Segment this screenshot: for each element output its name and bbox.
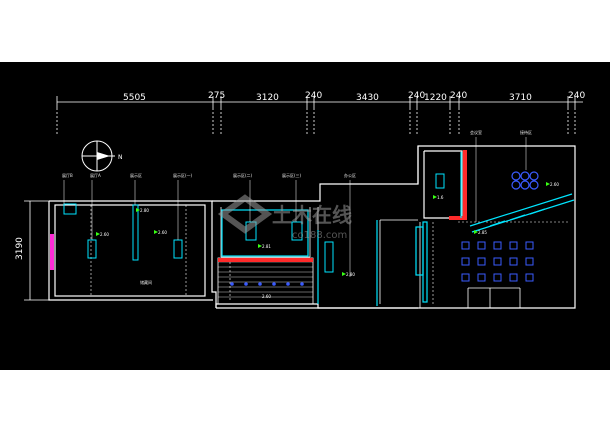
dim-label-6: 240 [408, 91, 425, 101]
dashed-guides [90, 205, 576, 306]
dim-label-1: 5505 [123, 93, 146, 103]
room-label-4: 展示区(一) [173, 172, 193, 178]
room-label-8: 会议室 [470, 129, 482, 135]
dim-label-left: 3190 [15, 237, 25, 260]
dim-label-8: 240 [450, 91, 467, 101]
leader-lines [63, 137, 527, 277]
room-label-7: 办公区 [344, 172, 356, 178]
display-cases [63, 173, 445, 273]
interior-partitions [217, 207, 521, 308]
elev-tag-7: 1.6 [437, 195, 444, 200]
room-label-5: 展示区(二) [233, 172, 253, 178]
dim-label-10: 240 [568, 91, 585, 101]
floor-spots [230, 282, 304, 286]
round-table-cluster [511, 171, 539, 190]
room-label-3: 展示区 [130, 172, 142, 178]
dim-label-5: 3430 [356, 93, 379, 103]
red-wall-stub [449, 216, 463, 220]
north-label: N [118, 154, 123, 161]
room-label-6: 展示区(三) [282, 172, 302, 178]
elev-tag-5: 2.60 [262, 294, 271, 299]
cyan-display-walls [221, 152, 462, 306]
top-dimension-labels: 5505 275 3120 240 3430 240 1220 240 3710… [123, 91, 585, 103]
room-labels: 展厅B 展厅A 展示区 展示区(一) 展示区(二) 展示区(三) 办公区 会议室… [62, 129, 532, 285]
top-dimension-chain [56, 96, 583, 134]
building-walls [48, 145, 576, 309]
north-arrow-icon [81, 140, 115, 172]
dim-label-3: 3120 [256, 93, 279, 103]
elev-tag-4: 2.81 [262, 244, 271, 249]
watermark-logo-icon [217, 194, 273, 234]
left-dimension [24, 200, 49, 301]
dim-label-9: 3710 [509, 93, 532, 103]
room-label-10: 储藏间 [140, 279, 152, 285]
seating-grid [461, 241, 534, 282]
red-wall-segment [463, 150, 467, 220]
elev-tag-8: 2.85 [478, 230, 487, 235]
elev-tag-6: 2.80 [346, 272, 355, 277]
elev-tag-9: 2.60 [550, 182, 559, 187]
watermark-brand: 土木在线 [272, 203, 352, 227]
elev-tag-2: 2.80 [140, 208, 149, 213]
dim-label-7: 1220 [424, 93, 447, 103]
watermark: 土木在线 co188.com [217, 194, 352, 241]
entrance-door [50, 234, 54, 270]
elev-tag-1: 2.60 [100, 232, 109, 237]
room-label-1: 展厅B [62, 172, 73, 178]
diagonal-ramp [469, 193, 575, 233]
floor-plan-svg: 5505 275 3120 240 3430 240 1220 240 3710… [15, 91, 585, 309]
elevation-tags: 2.60 2.80 2.60 2.81 2.60 2.80 1.6 2.85 2… [100, 182, 559, 299]
elevation-markers [96, 182, 550, 276]
watermark-site: co188.com [292, 230, 347, 241]
elev-tag-3: 2.60 [158, 230, 167, 235]
room-label-9: 接待区 [520, 129, 532, 135]
room-label-2: 展厅A [90, 172, 101, 178]
dim-label-2: 275 [208, 91, 225, 101]
dim-label-4: 240 [305, 91, 322, 101]
floor-pattern [218, 258, 313, 298]
cad-drawing-canvas: 5505 275 3120 240 3430 240 1220 240 3710… [0, 62, 610, 370]
